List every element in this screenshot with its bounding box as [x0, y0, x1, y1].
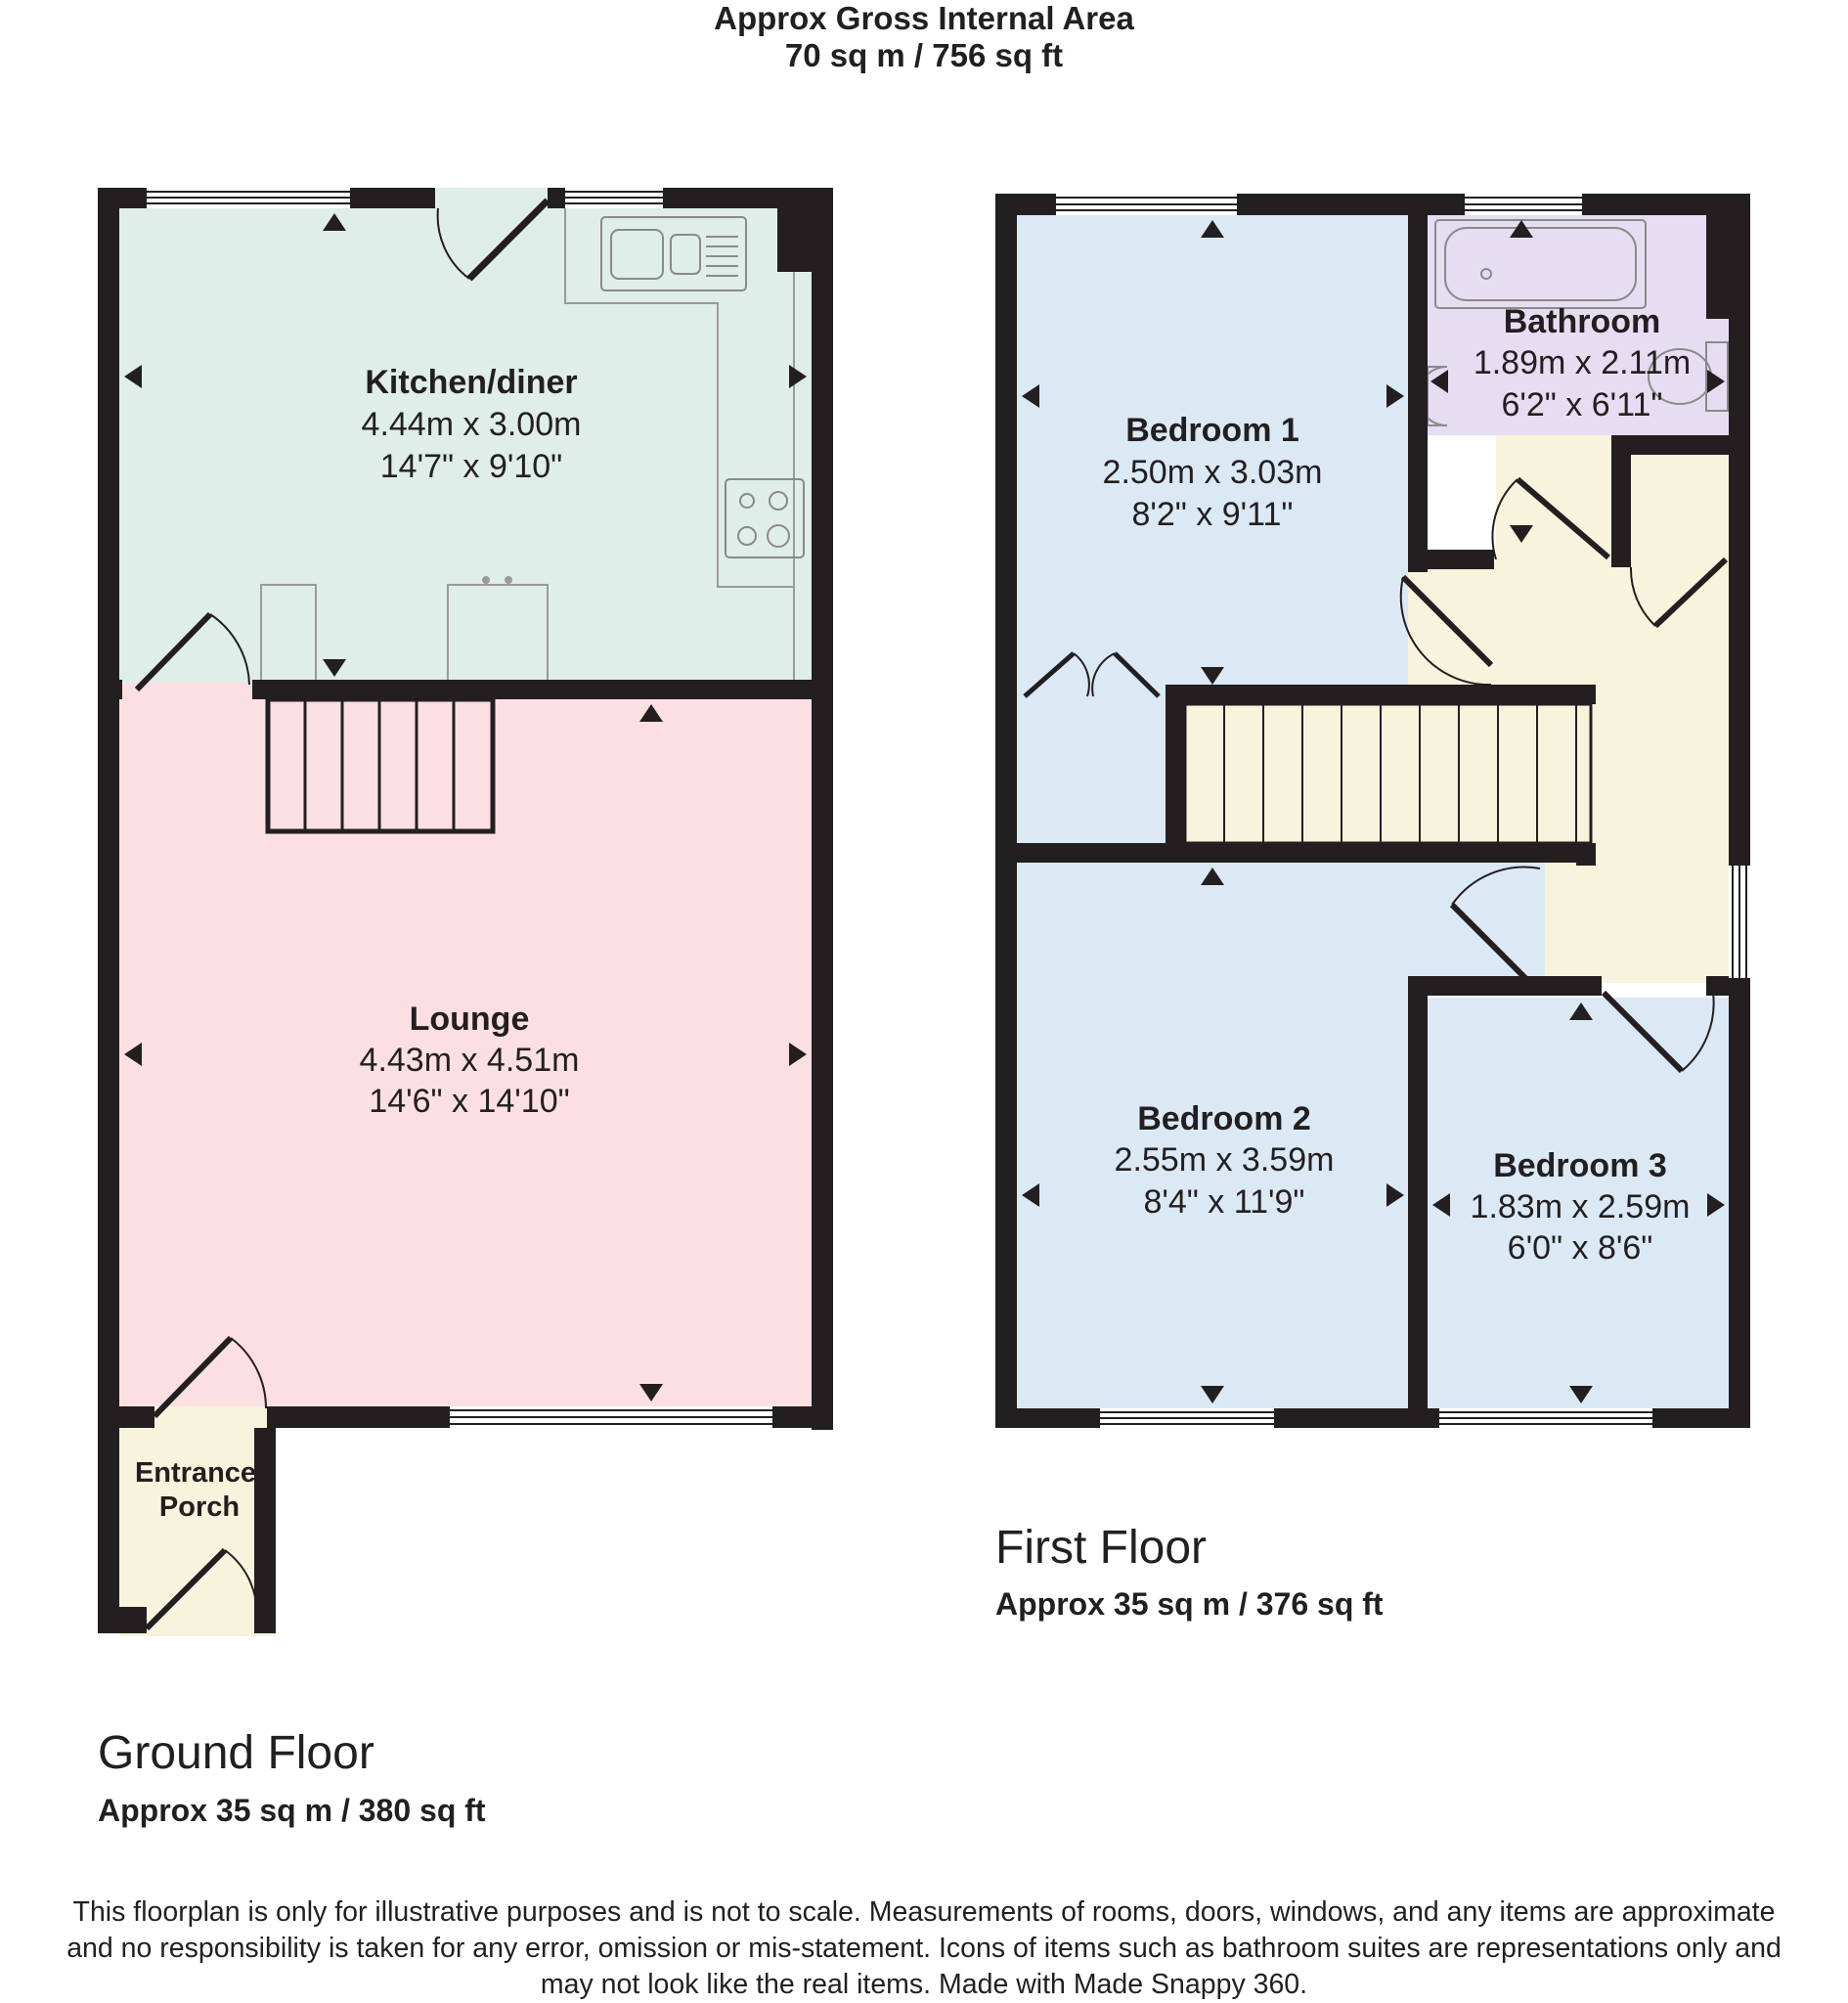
porch-name-line2: Porch: [159, 1491, 240, 1523]
kitchen-name: Kitchen/diner: [365, 364, 577, 401]
disclaimer-line-2: and no responsibility is taken for any e…: [66, 1933, 1782, 1964]
first-walls: [995, 194, 1750, 1428]
bedroom1-wardrobe-doors: [1023, 651, 1161, 698]
lounge-floor: [119, 683, 812, 1411]
bathroom-door: [1491, 476, 1610, 560]
bathroom-floor: [1408, 215, 1729, 435]
bedroom1-metric: 2.50m x 3.03m: [1103, 454, 1323, 491]
bedroom1-door: [1399, 574, 1494, 687]
porch-name-line1: Entrance: [135, 1457, 256, 1489]
first-floor-title: First Floor: [995, 1522, 1207, 1574]
kitchen-back-door: [436, 198, 550, 282]
bedroom2-name: Bedroom 2: [1137, 1100, 1311, 1137]
first-floor-plan: Bedroom 1 2.50m x 3.03m 8'2" x 9'11" Bat…: [995, 194, 1750, 1428]
bath-icon: [1434, 219, 1647, 309]
bedroom3-name: Bedroom 3: [1493, 1147, 1667, 1184]
ground-stairs: [265, 696, 496, 834]
lounge-metric: 4.43m x 4.51m: [360, 1042, 580, 1079]
porch-floor: [119, 1411, 276, 1636]
gross-area-header: Approx Gross Internal Area 70 sq m / 756…: [0, 0, 1848, 74]
landing-top-floor: [1408, 562, 1729, 690]
first-dimension-arrows: [1022, 220, 1725, 1403]
disclaimer-line-1: This floorplan is only for illustrative …: [72, 1896, 1776, 1928]
ground-floor-area: Approx 35 sq m / 380 sq ft: [98, 1793, 486, 1828]
lounge-name: Lounge: [410, 1001, 530, 1038]
bathroom-name: Bathroom: [1504, 303, 1661, 340]
bedroom2-floor: [1017, 863, 1408, 1410]
disclaimer: This floorplan is only for illustrative …: [0, 1894, 1848, 2003]
bathroom-metric: 1.89m x 2.11m: [1474, 344, 1691, 381]
cupboard-door: [1629, 556, 1729, 629]
kitchen-floor: [119, 208, 812, 683]
sink-icon: [600, 216, 747, 291]
first-floor-area: Approx 35 sq m / 376 sq ft: [995, 1586, 1384, 1622]
bedroom3-metric: 1.83m x 2.59m: [1471, 1188, 1691, 1225]
bathroom-imperial: 6'2" x 6'11": [1501, 386, 1662, 423]
kitchen-metric: 4.44m x 3.00m: [362, 406, 582, 443]
kitchen-worktop: [564, 208, 794, 588]
bedroom2-imperial: 8'4" x 11'9": [1143, 1183, 1304, 1221]
ground-floor-plan: Kitchen/diner 4.44m x 3.00m 14'7" x 9'10…: [98, 188, 833, 1636]
bedroom2-door: [1449, 866, 1541, 986]
ground-dimension-arrows: [124, 213, 807, 1402]
gross-area-title: Approx Gross Internal Area: [714, 0, 1134, 36]
kitchen-imperial: 14'7" x 9'10": [380, 448, 562, 485]
gross-area-value: 70 sq m / 756 sq ft: [784, 37, 1064, 73]
bedroom3-imperial: 6'0" x 8'6": [1508, 1229, 1653, 1267]
ground-floor-title: Ground Floor: [98, 1727, 374, 1779]
bedroom1-name: Bedroom 1: [1125, 412, 1299, 449]
porch-inner-door: [152, 1335, 267, 1419]
porch-front-door: [144, 1547, 258, 1631]
disclaimer-line-3: may not look like the real items. Made w…: [540, 1969, 1308, 2000]
lounge-imperial: 14'6" x 14'10": [369, 1083, 569, 1120]
first-stairs: [1183, 702, 1593, 845]
bedroom3-door: [1601, 990, 1715, 1074]
hob-icon: [725, 478, 805, 558]
bedroom1-imperial: 8'2" x 9'11": [1131, 496, 1293, 533]
kitchen-lounge-door: [134, 611, 250, 692]
bedroom2-metric: 2.55m x 3.59m: [1115, 1141, 1335, 1179]
